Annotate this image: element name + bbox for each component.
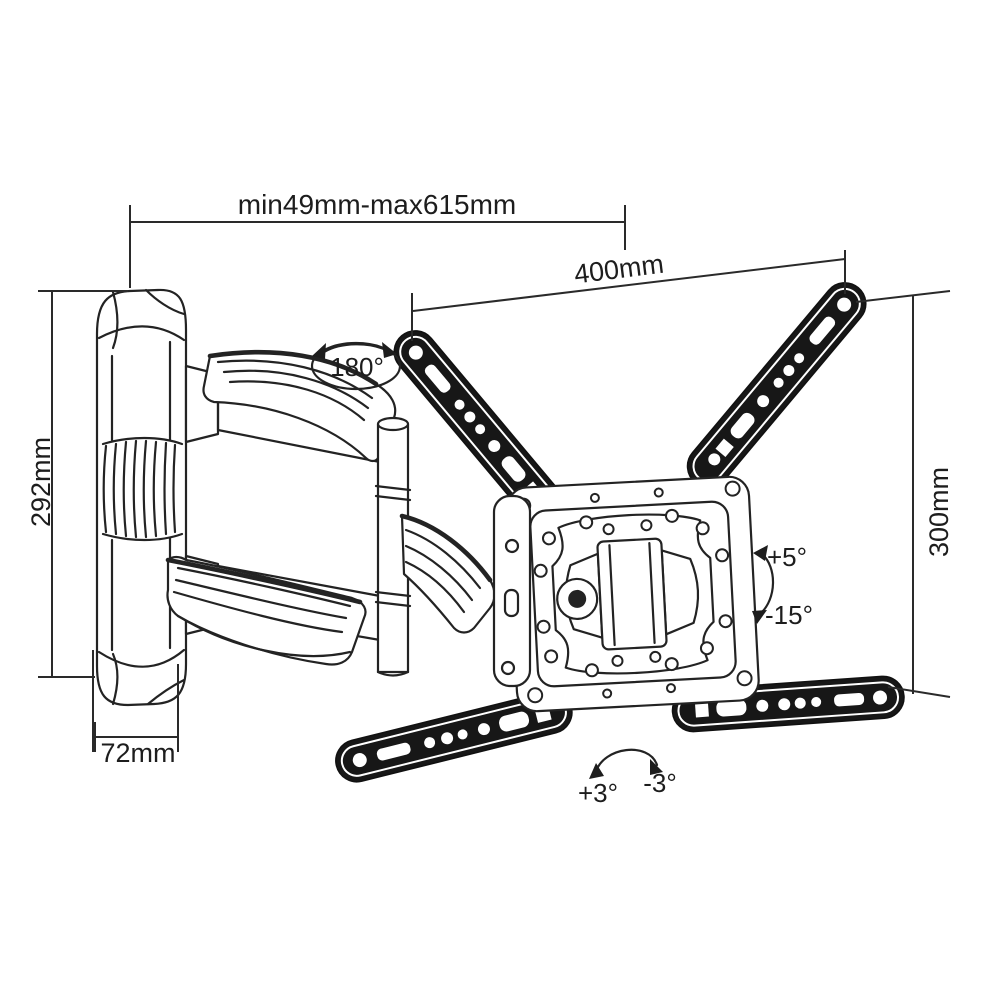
tilt-up-label: +5° [767, 542, 807, 572]
tilt-mechanism [556, 537, 700, 651]
tilt-indicator: +5° -15° [752, 542, 813, 630]
vesa-plate [506, 475, 760, 713]
dimension-wall-plate-depth: 72mm [92, 650, 179, 768]
extension-range-label: min49mm-max615mm [238, 189, 517, 220]
forearm-link [399, 513, 496, 634]
lower-arm-cover [165, 555, 367, 666]
dimension-wall-plate-height: 292mm [26, 290, 128, 678]
dimension-vesa-height: 300mm [855, 290, 954, 698]
plate-mount-strip [492, 494, 532, 688]
plate-screw-holes [515, 480, 753, 704]
wall-plate-height-label: 292mm [26, 437, 56, 527]
vesa-width-label: 400mm [572, 249, 665, 290]
vesa-arm-upper-right [686, 282, 867, 488]
roll-indicator: +3° -3° [578, 748, 677, 808]
pivot-column [374, 416, 412, 677]
roll-plus-label: +3° [578, 778, 618, 808]
wall-plate-depth-label: 72mm [100, 738, 175, 768]
roll-minus-label: -3° [643, 768, 677, 798]
swivel-angle-label: 180° [330, 352, 384, 382]
vesa-height-label: 300mm [924, 467, 954, 557]
wall-plate [95, 288, 220, 707]
dimension-vesa-width: 400mm [411, 249, 846, 341]
dimension-extension-range: min49mm-max615mm [129, 189, 626, 288]
swivel-indicator: 180° [310, 341, 402, 391]
tilt-down-label: -15° [765, 600, 813, 630]
upper-arm-cover [202, 349, 397, 463]
